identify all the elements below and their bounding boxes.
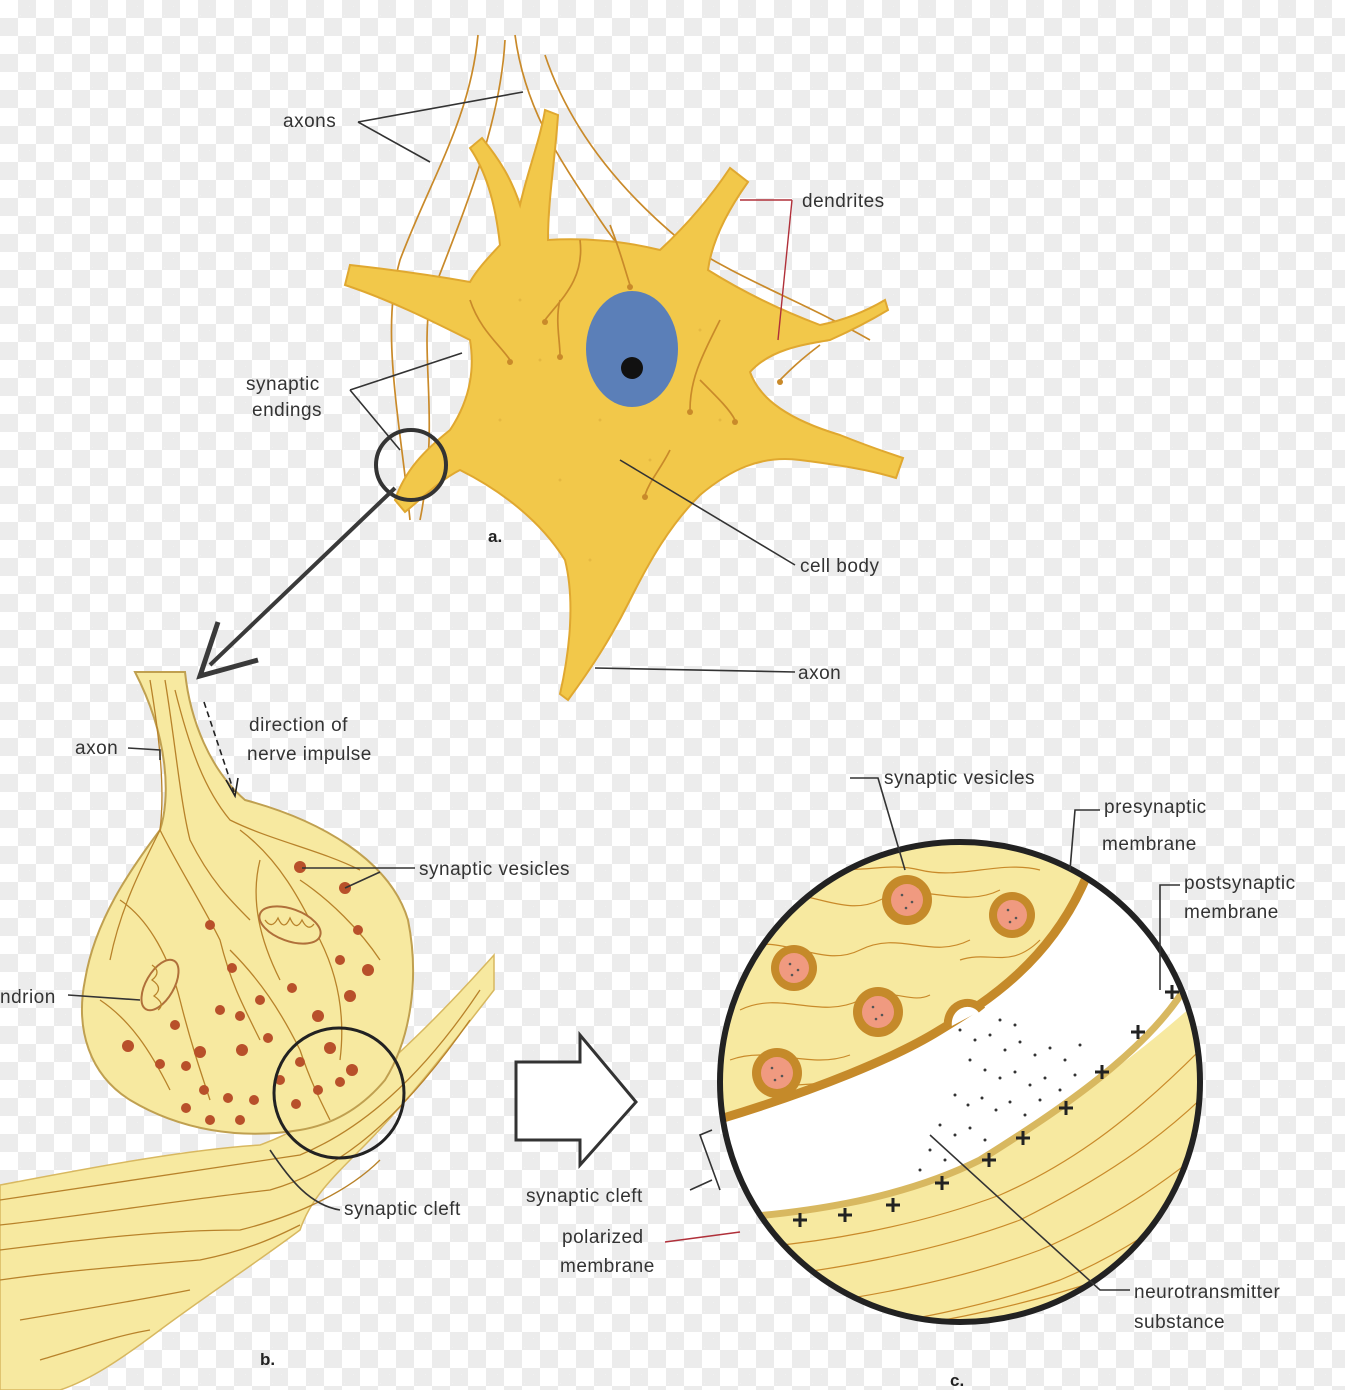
zoom-arrow (210, 488, 395, 665)
synaptic-endings-label-line1: synaptic (246, 374, 320, 395)
magnified-synapse (700, 820, 1230, 1350)
postsynaptic-membrane-label-line2: membrane (1184, 902, 1279, 923)
neurotransmitter-label-line1: neurotransmitter (1134, 1282, 1281, 1303)
postsynaptic-membrane-label-line1: postsynaptic (1184, 873, 1296, 894)
presynaptic-membrane-label-line2: membrane (1102, 834, 1197, 855)
synaptic-cleft-c-label: synaptic cleft (526, 1186, 643, 1207)
panel-a-label: a. (488, 527, 502, 546)
polarized-membrane-label-line1: polarized (562, 1227, 644, 1248)
axons-label: axons (283, 111, 336, 132)
polarized-membrane-label-line2: membrane (560, 1256, 655, 1277)
presynaptic-membrane-label-line1: presynaptic (1104, 797, 1207, 818)
synaptic-cleft-b-label: synaptic cleft (344, 1199, 461, 1220)
panel-c-label: c. (950, 1371, 964, 1390)
dendrites-label: dendrites (802, 191, 885, 212)
axon-label: axon (798, 663, 841, 684)
magnify-arrow (516, 1035, 636, 1165)
synaptic-vesicles-c-label: synaptic vesicles (884, 768, 1035, 789)
nucleolus (621, 357, 643, 379)
cell-body-label: cell body (800, 556, 880, 577)
axon-terminal (82, 672, 413, 1134)
direction-label-line1: direction of (249, 715, 348, 736)
mitochondrion-label: ndrion (0, 987, 56, 1008)
neuron-illustration (200, 35, 903, 700)
neurotransmitter-label-line2: substance (1134, 1312, 1225, 1333)
direction-label-line2: nerve impulse (247, 744, 372, 765)
nucleus (586, 291, 678, 407)
panel-b-label: b. (260, 1350, 275, 1369)
synaptic-endings-label-line2: endings (252, 400, 322, 421)
synaptic-vesicles-b-label: synaptic vesicles (419, 859, 570, 880)
synaptic-terminal-illustration (0, 672, 494, 1390)
axon-b-label: axon (75, 738, 118, 759)
